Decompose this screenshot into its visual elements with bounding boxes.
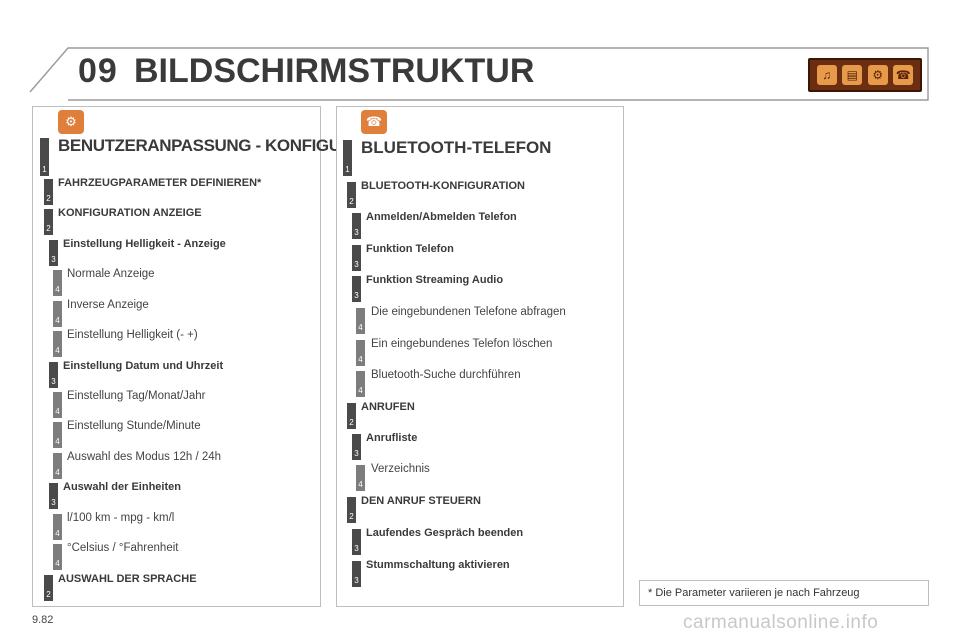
menu-item: Einstellung Helligkeit (- +) — [67, 329, 198, 341]
book-icon: ▤ — [842, 65, 863, 85]
menu-item: Anrufliste — [366, 432, 418, 444]
menu-item: Inverse Anzeige — [67, 299, 149, 311]
menu-item: l/100 km - mpg - km/l — [67, 512, 175, 524]
level-badge: 2 — [347, 497, 356, 523]
level-badge: 4 — [53, 514, 62, 540]
menu-item: AUSWAHL DER SPRACHE — [58, 573, 197, 585]
menu-item: FAHRZEUGPARAMETER DEFINIEREN* — [58, 177, 262, 189]
level-badge: 4 — [53, 453, 62, 479]
menu-item: Einstellung Datum und Uhrzeit — [63, 360, 224, 372]
menu-item: Die eingebundenen Telefone abfragen — [371, 306, 566, 318]
page-number: 9.82 — [32, 614, 54, 626]
level-badge: 4 — [356, 308, 365, 334]
music-icon: ♫ — [816, 65, 837, 85]
level-badge: 1 — [343, 140, 352, 176]
settings-icon: ⚙ — [58, 110, 84, 134]
settings-icon: ⚙ — [867, 65, 888, 85]
menu-item: Ein eingebundenes Telefon löschen — [371, 338, 553, 350]
phone-icon: ☎ — [893, 65, 914, 85]
menu-item: BLUETOOTH-KONFIGURATION — [361, 180, 525, 192]
menu-level1-title: BLUETOOTH-TELEFON — [361, 138, 552, 157]
menu-item: Einstellung Helligkeit - Anzeige — [63, 238, 226, 250]
menu-item: KONFIGURATION ANZEIGE — [58, 207, 202, 219]
level-badge: 4 — [356, 465, 365, 491]
panel-bluetooth-phone — [336, 106, 624, 607]
level-badge: 2 — [44, 575, 53, 601]
panel-settings — [32, 106, 321, 607]
header-icon-strip: ♫ ▤ ⚙ ☎ — [808, 58, 922, 92]
level-badge: 3 — [352, 245, 361, 271]
menu-item: Bluetooth-Suche durchführen — [371, 369, 521, 381]
level-badge: 3 — [352, 529, 361, 555]
menu-item: Auswahl der Einheiten — [63, 481, 181, 493]
level-badge: 4 — [53, 270, 62, 296]
menu-item: Normale Anzeige — [67, 268, 155, 280]
level-badge: 4 — [53, 544, 62, 570]
level-badge: 4 — [53, 301, 62, 327]
menu-item: Stummschaltung aktivieren — [366, 559, 510, 571]
level-badge: 2 — [44, 179, 53, 205]
menu-item: Anmelden/Abmelden Telefon — [366, 211, 517, 223]
level-badge: 3 — [49, 483, 58, 509]
level-badge: 1 — [40, 138, 49, 176]
level-badge: 3 — [49, 240, 58, 266]
level-badge: 3 — [352, 213, 361, 239]
phone-icon: ☎ — [361, 110, 387, 134]
menu-item: Verzeichnis — [371, 463, 430, 475]
menu-item: DEN ANRUF STEUERN — [361, 495, 481, 507]
level-badge: 3 — [352, 276, 361, 302]
footnote: * Die Parameter variieren je nach Fahrze… — [639, 580, 929, 606]
menu-item: Einstellung Stunde/Minute — [67, 420, 201, 432]
level-badge: 4 — [53, 392, 62, 418]
page-title: BILDSCHIRMSTRUKTUR — [134, 52, 535, 90]
header-frame — [29, 47, 929, 101]
watermark: carmanualsonline.info — [683, 612, 879, 633]
level-badge: 2 — [44, 209, 53, 235]
level-badge: 4 — [53, 422, 62, 448]
level-badge: 4 — [356, 340, 365, 366]
menu-item: °Celsius / °Fahrenheit — [67, 542, 179, 554]
level-badge: 2 — [347, 403, 356, 429]
chapter-number: 09 — [78, 52, 118, 90]
menu-item: Funktion Telefon — [366, 243, 454, 255]
menu-item: Laufendes Gespräch beenden — [366, 527, 524, 539]
level-badge: 3 — [49, 362, 58, 388]
menu-item: Einstellung Tag/Monat/Jahr — [67, 390, 206, 402]
level-badge: 3 — [352, 434, 361, 460]
level-badge: 4 — [53, 331, 62, 357]
menu-level1-title: BENUTZERANPASSUNG - KONFIGURATION — [58, 136, 403, 155]
level-badge: 4 — [356, 371, 365, 397]
level-badge: 3 — [352, 561, 361, 587]
menu-item: ANRUFEN — [361, 401, 415, 413]
menu-item: Funktion Streaming Audio — [366, 274, 504, 286]
menu-item: Auswahl des Modus 12h / 24h — [67, 451, 222, 463]
level-badge: 2 — [347, 182, 356, 208]
